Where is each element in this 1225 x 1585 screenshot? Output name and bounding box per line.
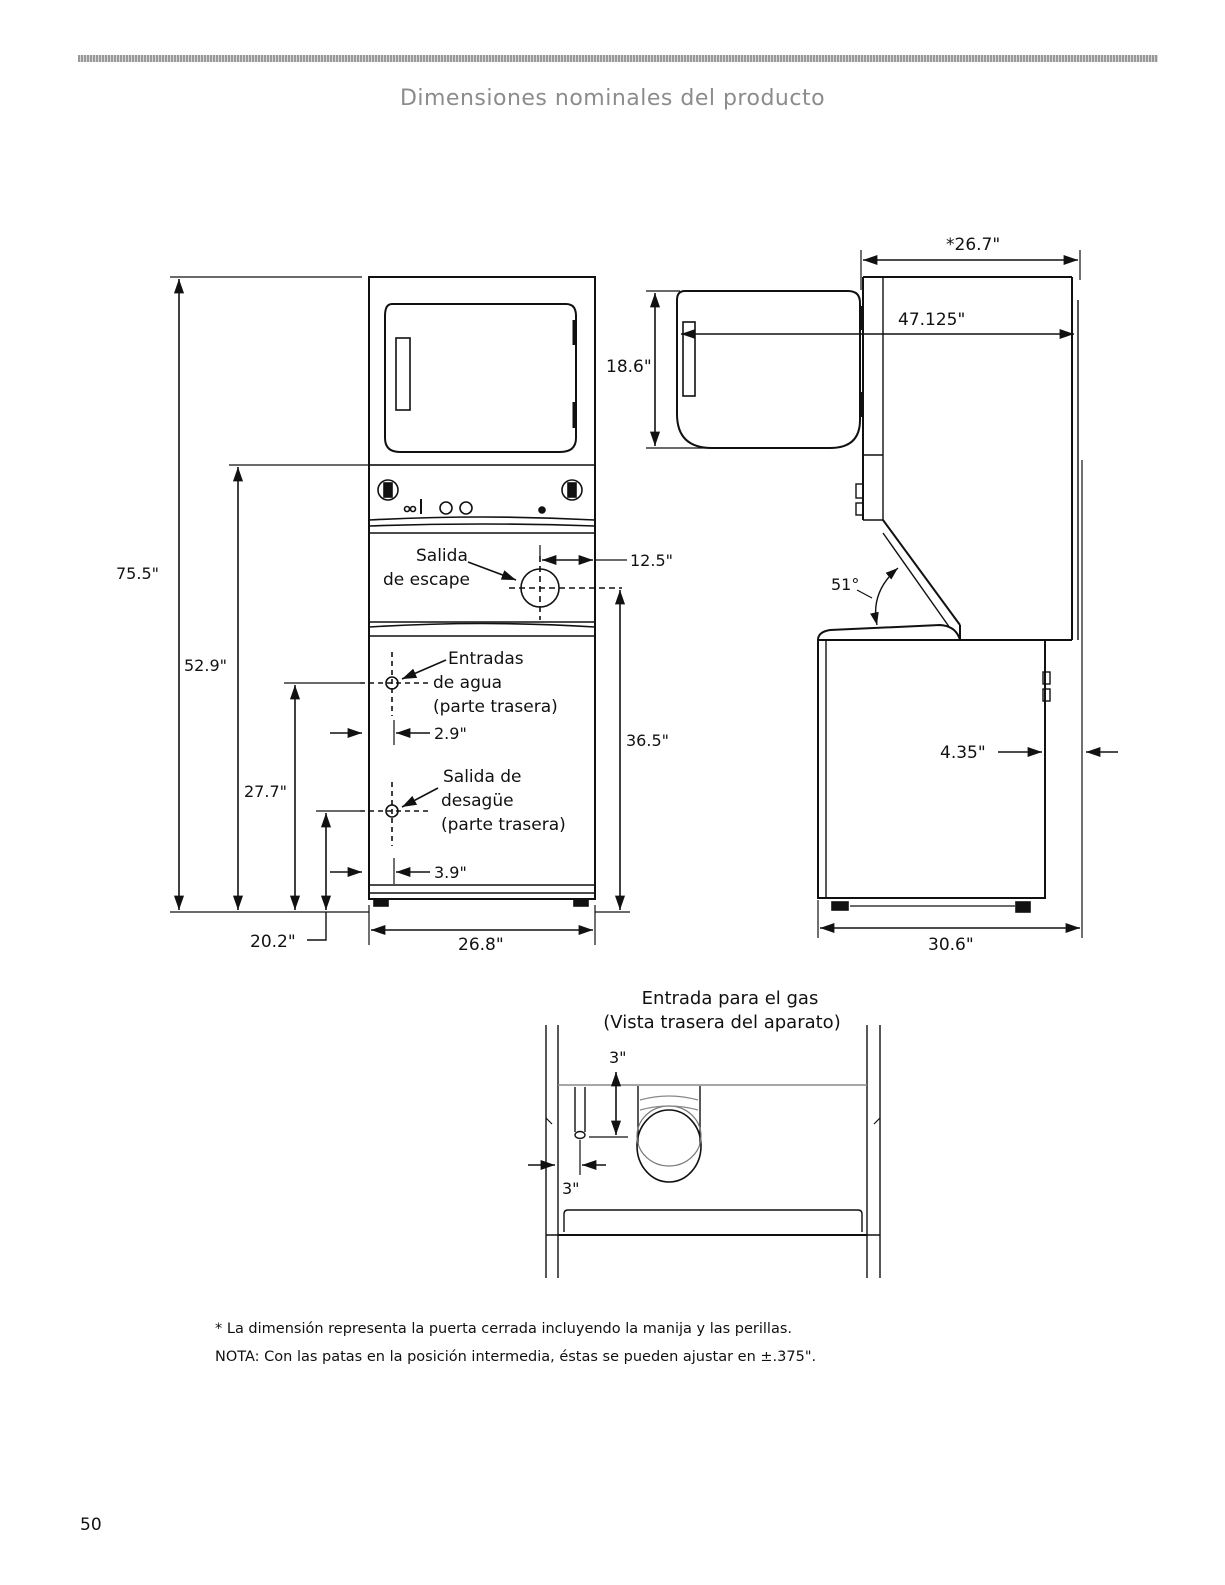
label-gas-vertical: 3" [609,1048,627,1067]
label-dryer-bottom: 52.9" [184,656,227,675]
header-rule [78,55,1158,62]
label-water-inlet-offset: 2.9" [434,724,467,743]
label-exhaust-1: Salida [416,546,468,566]
label-drain-2: desagüe [441,791,514,811]
label-exhaust-offset: 12.5" [630,551,673,570]
label-water-1: Entradas [448,649,524,669]
label-drain-height: 20.2" [250,932,296,952]
label-depth: 30.6" [928,935,974,955]
page-number: 50 [80,1515,102,1535]
label-angle: 51° [831,575,859,594]
gas-inlet-view [528,1025,881,1278]
front-view [170,276,630,945]
side-view [646,250,1118,938]
label-width: 26.8" [458,935,504,955]
label-gas-horizontal: 3" [562,1179,580,1198]
label-depth-open: 47.125" [898,310,965,330]
label-total-height: 75.5" [116,564,159,583]
label-exhaust-2: de escape [383,570,470,590]
label-drain-offset: 3.9" [434,863,467,882]
gas-title-1: Entrada para el gas [642,988,819,1009]
label-drain-3: (parte trasera) [441,815,566,835]
label-water-inlet-height: 27.7" [244,782,287,801]
label-depth-door: *26.7" [946,235,1000,255]
label-exhaust-height: 36.5" [626,731,669,750]
label-offset: 4.35" [940,743,986,763]
footnote-dimension: * La dimensión representa la puerta cerr… [215,1321,793,1337]
footnote-note: NOTA: Con las patas en la posición inter… [215,1349,817,1365]
label-water-3: (parte trasera) [433,697,558,717]
label-drain-1: Salida de [443,767,522,787]
label-door-height: 18.6" [606,357,652,377]
gas-title-2: (Vista trasera del aparato) [603,1012,840,1033]
label-water-2: de agua [433,673,502,693]
page-title: Dimensiones nominales del producto [399,86,826,111]
